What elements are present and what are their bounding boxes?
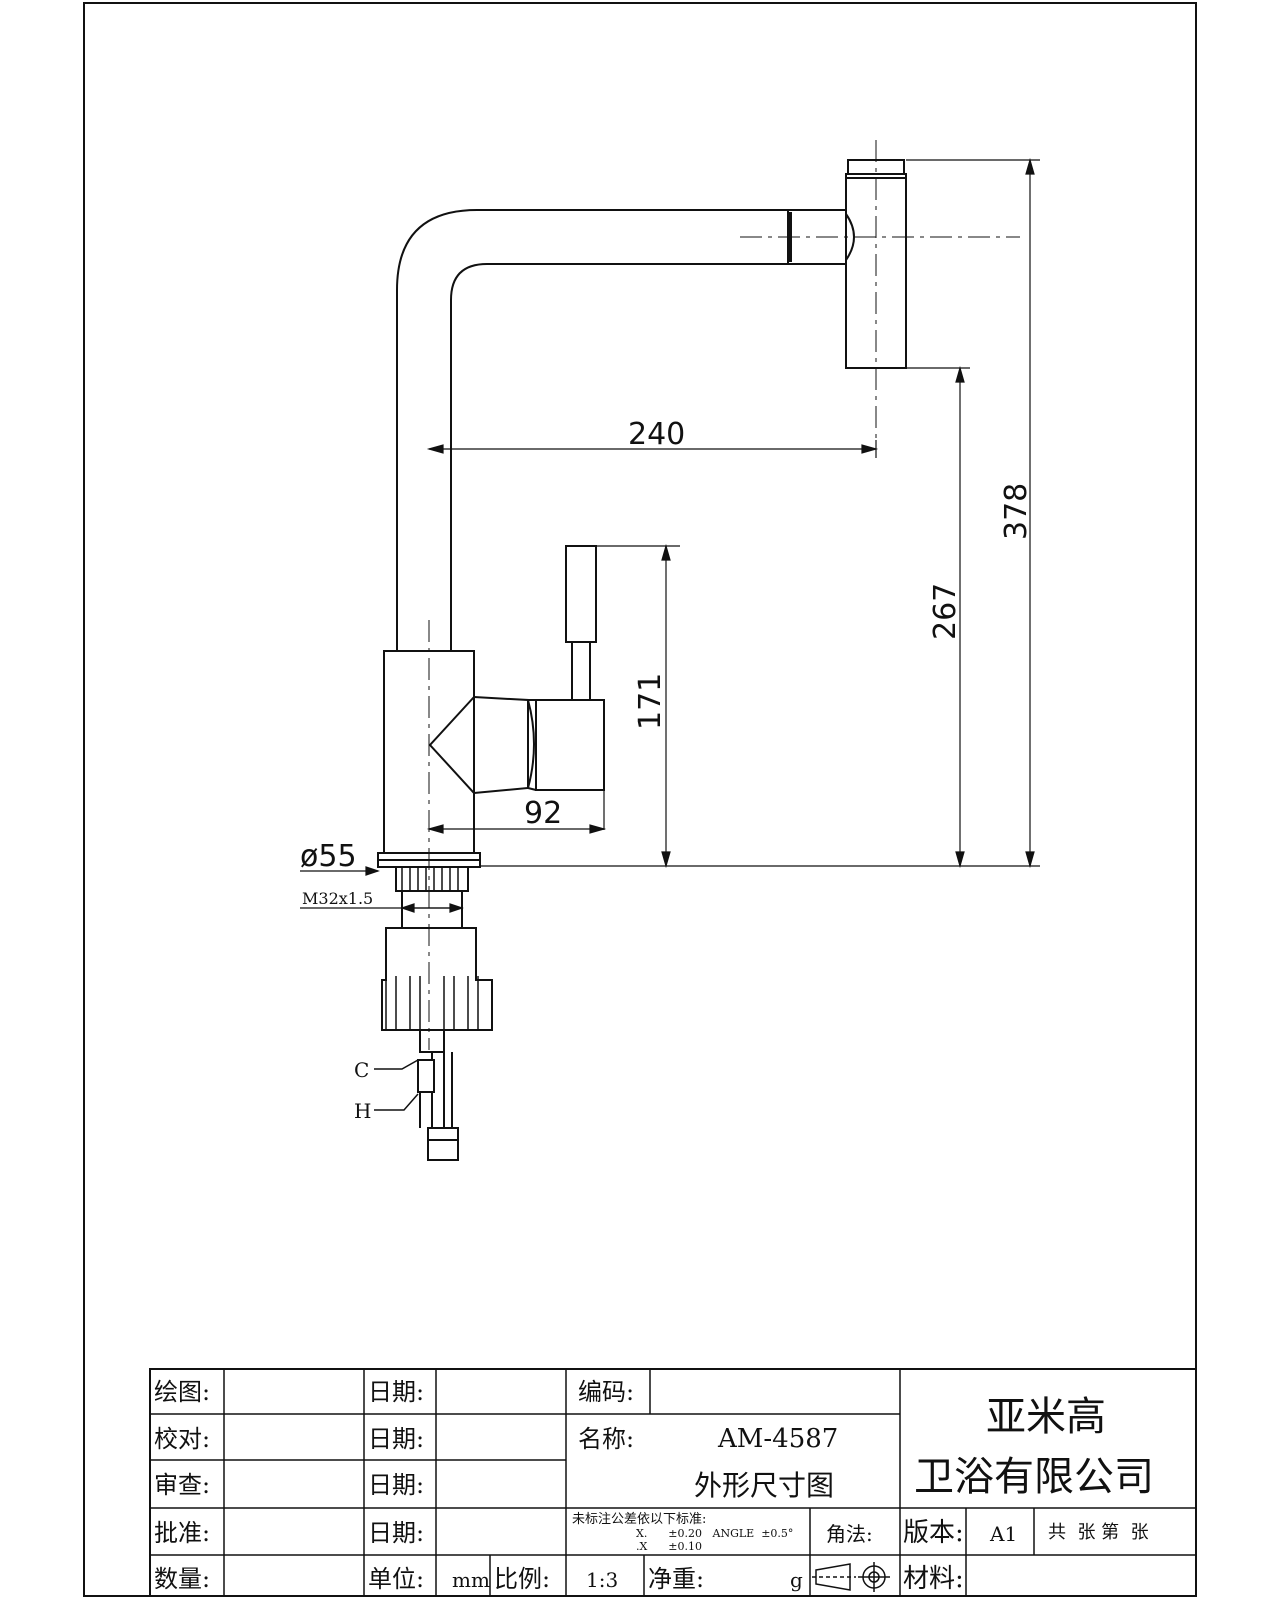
date-label-3: 日期: bbox=[368, 1471, 424, 1499]
hose-fitting bbox=[419, 1029, 445, 1053]
version-value: A1 bbox=[989, 1522, 1017, 1546]
version-label: 版本: bbox=[903, 1518, 964, 1548]
scale-value: 1:3 bbox=[586, 1568, 618, 1592]
handle-stem bbox=[571, 641, 591, 701]
drawing-frame bbox=[83, 2, 1197, 1597]
code-label: 编码: bbox=[578, 1378, 634, 1406]
company-name-line2: 卫浴有限公司 bbox=[914, 1454, 1154, 1500]
reviewed-by-label: 审查: bbox=[154, 1471, 210, 1499]
faucet-drawing bbox=[374, 159, 907, 1161]
label-hot: H bbox=[354, 1099, 371, 1123]
dimension-lines bbox=[300, 157, 1040, 913]
dim-reach: 240 bbox=[628, 417, 685, 452]
name-label: 名称: bbox=[578, 1425, 634, 1453]
date-label-2: 日期: bbox=[368, 1425, 424, 1453]
quantity-label: 数量: bbox=[154, 1565, 210, 1593]
projection-symbol-icon bbox=[812, 1562, 890, 1592]
handle-grip bbox=[565, 545, 597, 643]
unit-label: 单位: bbox=[368, 1565, 424, 1593]
drawing-title: 外形尺寸图 bbox=[694, 1469, 834, 1502]
tolerance-linear: X. ±0.20 ANGLE ±0.5° bbox=[636, 1527, 793, 1540]
center-lines bbox=[428, 140, 1020, 1050]
tolerance-linear-2: .X ±0.10 bbox=[636, 1540, 702, 1553]
dim-spout-height: 267 bbox=[928, 583, 963, 640]
unit-value: mm bbox=[452, 1568, 490, 1592]
lever-hub bbox=[428, 694, 475, 796]
checked-by-label: 校对: bbox=[154, 1425, 210, 1453]
lever-base bbox=[535, 699, 605, 791]
model-number: AM-4587 bbox=[717, 1424, 838, 1454]
title-block-grid bbox=[149, 1368, 1197, 1597]
dim-overall-height: 378 bbox=[999, 483, 1034, 540]
drawn-by-label: 绘图: bbox=[154, 1378, 210, 1406]
hose-nut bbox=[427, 1127, 459, 1161]
scale-label: 比例: bbox=[494, 1565, 550, 1593]
dim-base-diameter: ø55 bbox=[300, 839, 357, 874]
net-weight-unit: g bbox=[790, 1568, 803, 1592]
spout-outer-line bbox=[396, 209, 790, 650]
net-weight-label: 净重: bbox=[648, 1565, 704, 1593]
date-label-1: 日期: bbox=[368, 1378, 424, 1406]
dim-thread: M32x1.5 bbox=[302, 889, 373, 908]
mounting-nut bbox=[381, 927, 493, 1031]
tolerance-title: 未标注公差依以下标准: bbox=[572, 1512, 706, 1527]
hot-leader bbox=[374, 1093, 419, 1111]
hose-connector-cold bbox=[417, 1059, 435, 1093]
company-name-line1: 亚米高 bbox=[986, 1394, 1106, 1440]
dim-lever-depth: 92 bbox=[524, 796, 562, 831]
approved-by-label: 批准: bbox=[154, 1519, 210, 1547]
sheets-text: 共 张 第 张 bbox=[1048, 1522, 1149, 1543]
dim-handle-height: 171 bbox=[633, 673, 668, 730]
spout-inner-line bbox=[450, 263, 790, 650]
material-label: 材料: bbox=[903, 1564, 964, 1594]
projection-label: 角法: bbox=[826, 1522, 873, 1546]
date-label-4: 日期: bbox=[368, 1519, 424, 1547]
cold-leader bbox=[374, 1059, 419, 1070]
mounting-thread bbox=[395, 866, 469, 892]
label-cold: C bbox=[354, 1058, 369, 1082]
